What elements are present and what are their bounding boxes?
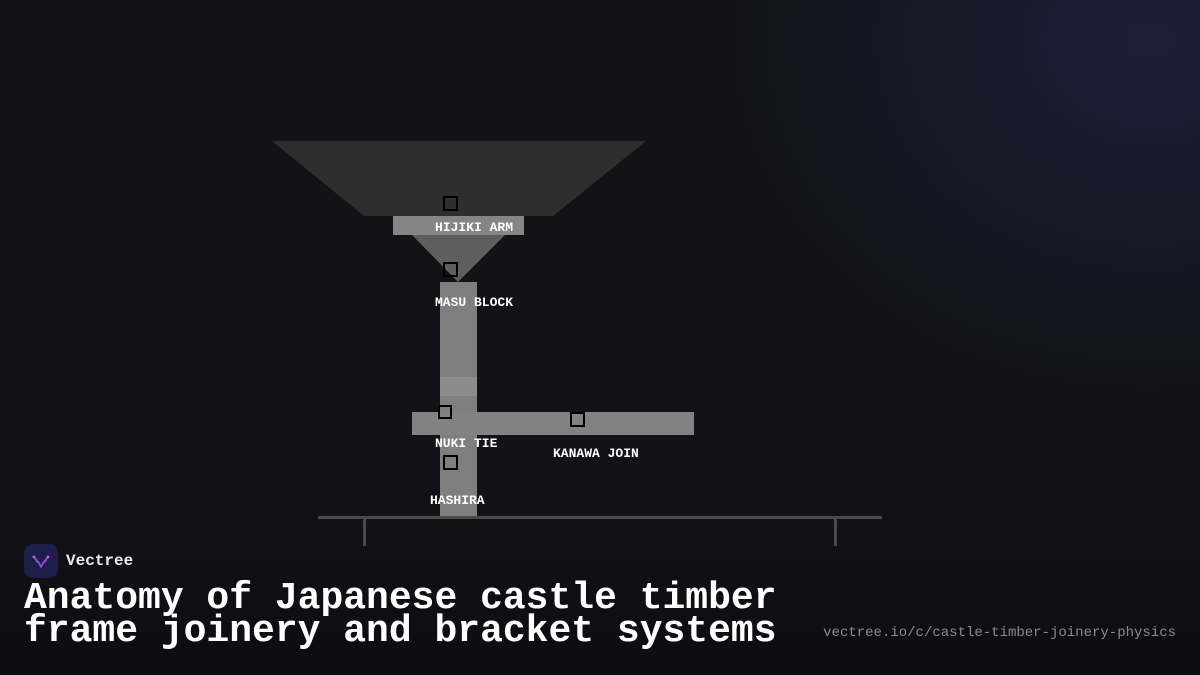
masu-block-label: MASU BLOCK	[435, 295, 513, 310]
nuki-tie-beam-shape	[412, 412, 694, 435]
nuki-tie-marker[interactable]	[438, 405, 452, 419]
brand-name: Vectree	[66, 552, 134, 570]
hijiki-arm-shape	[393, 216, 524, 235]
hijiki-arm-marker[interactable]	[443, 196, 458, 211]
vectree-logo-icon	[24, 544, 58, 578]
kanawa-join-marker[interactable]	[570, 412, 585, 427]
page-title: Anatomy of Japanese castle timber frame …	[24, 577, 777, 653]
kanawa-join-label: KANAWA JOIN	[553, 446, 639, 461]
hashira-post-shape	[440, 282, 477, 517]
hijiki-arm-label: HIJIKI ARM	[435, 220, 513, 235]
masu-block-marker[interactable]	[443, 262, 458, 277]
masu-block-shape	[412, 235, 505, 282]
ground-foot-right	[834, 519, 837, 546]
source-url[interactable]: vectree.io/c/castle-timber-joinery-physi…	[823, 625, 1176, 641]
nuki-tie-label: NUKI TIE	[435, 436, 498, 451]
ground-foot-left	[363, 519, 366, 546]
hashira-label: HASHIRA	[430, 493, 485, 508]
ground-line	[318, 516, 882, 519]
post-joint-band	[440, 377, 477, 396]
hashira-marker[interactable]	[443, 455, 458, 470]
brand[interactable]: Vectree	[24, 544, 133, 578]
eave-bracket-shape	[272, 141, 646, 216]
